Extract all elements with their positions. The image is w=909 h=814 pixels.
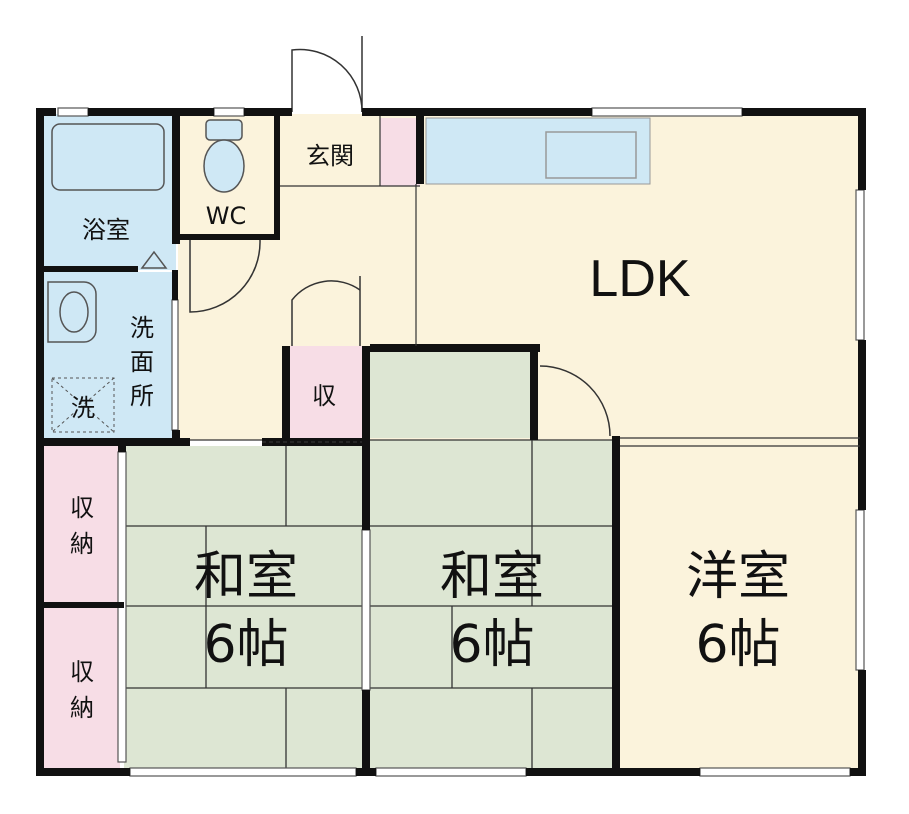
youshitsu-fill xyxy=(616,440,864,770)
youshitsu-label-1: 洋室 xyxy=(686,547,790,607)
washbasin-icon xyxy=(47,281,97,343)
tatami-lines xyxy=(124,439,612,770)
storage-lower-fill xyxy=(44,608,120,770)
storage-upper-fill xyxy=(44,446,120,604)
door-swings xyxy=(189,36,611,437)
washer-icon xyxy=(51,377,115,433)
hallway2-fill xyxy=(370,346,532,438)
closet-small-label: 収 xyxy=(312,382,336,410)
washitsu2-label-1: 和室 xyxy=(440,547,544,607)
bath-label: 浴室 xyxy=(82,216,130,244)
entrance-label: 玄関 xyxy=(306,142,354,170)
storage-upper-label-1: 収 xyxy=(70,494,94,522)
thin-partitions xyxy=(190,116,860,447)
entrance-tile xyxy=(380,118,420,186)
closet-small-fill xyxy=(286,346,362,438)
storage-lower-label-2: 納 xyxy=(70,694,94,722)
laundry-label: 洗 xyxy=(71,394,95,422)
storage-lower-label-1: 収 xyxy=(70,658,94,686)
toilet-icon xyxy=(203,119,245,193)
washroom-label-3: 所 xyxy=(130,382,154,410)
walls xyxy=(36,108,866,776)
wc-label: WC xyxy=(206,202,247,230)
kitchen-sink xyxy=(545,131,637,179)
storage-upper-label-2: 納 xyxy=(70,530,94,558)
washroom-label-2: 面 xyxy=(130,348,154,376)
washitsu2-fill xyxy=(370,440,612,770)
washitsu1-fill xyxy=(124,446,366,770)
washroom-label-1: 洗 xyxy=(130,314,154,342)
washitsu1-label-1: 和室 xyxy=(194,547,298,607)
vent-triangle xyxy=(140,250,168,269)
bathtub xyxy=(51,123,165,191)
washitsu1-label-2: 6帖 xyxy=(203,615,288,675)
washitsu2-label-2: 6帖 xyxy=(449,615,534,675)
youshitsu-label-2: 6帖 xyxy=(695,615,780,675)
ldk-label: LDK xyxy=(589,250,690,308)
